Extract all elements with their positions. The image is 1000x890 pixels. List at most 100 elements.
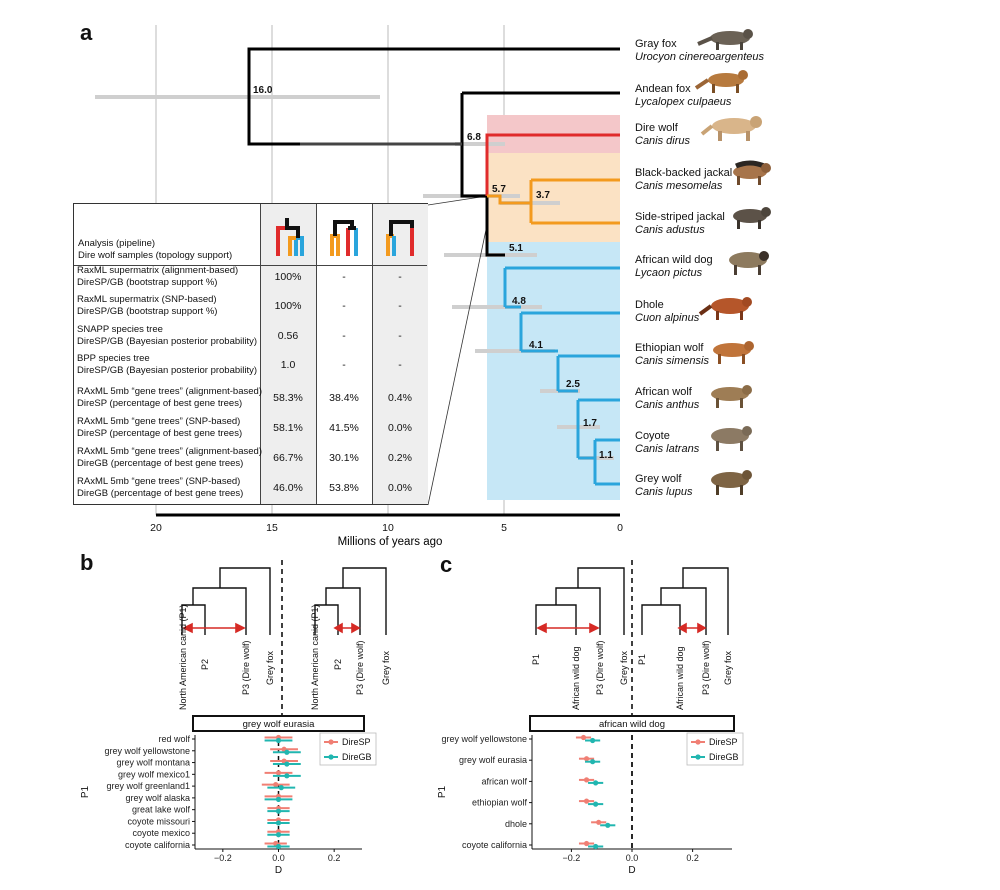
p1-category-label: grey wolf eurasia <box>459 755 527 765</box>
data-point <box>583 840 590 847</box>
table-header-label: Analysis (pipeline)Dire wolf samples (to… <box>78 238 233 261</box>
table-cell-value: 41.5% <box>329 422 359 434</box>
x-tick-label: 0.0 <box>626 853 639 863</box>
topology-support-table: Analysis (pipeline)Dire wolf samples (to… <box>73 203 428 505</box>
data-point <box>275 770 282 776</box>
table-cell-value: - <box>398 271 402 283</box>
node-age-label: 4.8 <box>512 296 526 307</box>
x-tick-label: 0.0 <box>272 853 285 863</box>
tip-label: Grey fox <box>723 650 733 685</box>
data-point <box>275 832 282 838</box>
table-cell-value: 100% <box>274 271 302 283</box>
node-age-label: 16.0 <box>253 85 273 96</box>
x-tick-label: −0.2 <box>563 853 581 863</box>
data-point <box>583 756 590 762</box>
data-point <box>593 843 599 850</box>
p1-category-label: coyote mexico <box>132 828 190 838</box>
legend-label: DireGB <box>709 752 739 762</box>
node-age-label: 3.7 <box>536 190 550 201</box>
data-point <box>275 808 282 814</box>
tip-label: Grey fox <box>265 650 275 685</box>
p1-category-label: red wolf <box>158 734 190 744</box>
data-point <box>275 737 282 744</box>
data-point <box>278 785 284 791</box>
grey-wolf-illustration <box>711 470 752 495</box>
coyote-illustration <box>711 426 752 451</box>
data-point <box>593 780 599 786</box>
table-column-shade <box>372 204 428 504</box>
table-cell-value: 58.3% <box>273 392 303 404</box>
table-cell-value: 46.0% <box>273 482 303 494</box>
tip-label: African wild dog <box>571 646 581 710</box>
topology-icon-3 <box>386 220 414 256</box>
axis-tick-label: 20 <box>150 522 162 534</box>
phylogeny-tree: 16.0 6.8 5.7 3.7 5.1 4.8 4.1 2.5 1.7 1.1… <box>95 25 771 548</box>
axis-tick-label: 5 <box>501 522 507 534</box>
panel-b-trees: North American canid (P1) P2 P3 (Dire wo… <box>178 560 391 720</box>
data-point <box>284 749 290 755</box>
tip-label: P1 <box>637 654 647 665</box>
x-tick-label: 0.2 <box>686 853 699 863</box>
table-cell-value: 0.0% <box>388 482 412 494</box>
p1-category-label: grey wolf alaska <box>125 793 190 803</box>
table-cell-value: 0.0% <box>388 422 412 434</box>
axis-title: Millions of years ago <box>338 536 443 548</box>
legend-label: DireSP <box>342 737 371 747</box>
x-axis-label: D <box>628 865 635 876</box>
ethiopian-wolf-illustration <box>713 341 754 364</box>
african-wild-dog-illustration <box>729 251 769 275</box>
legend-box <box>686 732 744 766</box>
panel-label-a: a <box>80 20 93 45</box>
table-row-label: RaxML supermatrix (SNP-based)DireSP/GB (… <box>77 294 218 317</box>
tip-label: North American canid (P1) <box>178 604 188 710</box>
data-point <box>590 759 596 765</box>
table-cell-value: 0.2% <box>388 452 412 464</box>
tip-label: P3 (Dire wolf) <box>355 640 365 695</box>
p1-category-label: ethiopian wolf <box>472 798 528 808</box>
legend-swatch-point <box>695 754 701 760</box>
node-age-label: 4.1 <box>529 340 543 351</box>
p1-category-label: grey wolf yellowstone <box>441 734 527 744</box>
tip-label: P3 (Dire wolf) <box>241 640 251 695</box>
legend-label: DireSP <box>709 737 738 747</box>
data-point <box>583 777 590 783</box>
animal-illustrations <box>694 29 771 495</box>
table-row-label: RAxML 5mb “gene trees” (alignment-based)… <box>77 386 262 409</box>
topology-icon-2 <box>330 220 358 256</box>
andean-fox-illustration <box>694 70 748 93</box>
x-axis-label: D <box>275 865 282 876</box>
gray-fox-illustration <box>697 29 753 50</box>
facet-strip <box>529 715 735 732</box>
tip-label: African wild dog <box>675 646 685 710</box>
p1-category-label: grey wolf yellowstone <box>104 746 190 756</box>
x-tick-label: −0.2 <box>214 853 232 863</box>
facet-strip <box>192 715 365 732</box>
table-cell-value: 38.4% <box>329 392 359 404</box>
table-cell-value: 58.1% <box>273 422 303 434</box>
side-striped-jackal-illustration <box>733 207 771 229</box>
p1-category-label: grey wolf greenland1 <box>106 781 190 791</box>
table-cell-value: 100% <box>274 300 302 312</box>
node-age-label: 2.5 <box>566 379 580 390</box>
data-point <box>605 822 611 828</box>
y-axis-label: P1 <box>437 785 448 798</box>
table-cell-value: 0.4% <box>388 392 412 404</box>
node-age-label: 1.1 <box>599 450 613 461</box>
tip-label: Grey fox <box>381 650 391 685</box>
legend-label: DireGB <box>342 752 372 762</box>
tip-label: P3 (Dire wolf) <box>701 640 711 695</box>
legend-swatch-point <box>695 739 701 745</box>
table-cell-value: - <box>398 359 402 371</box>
table-cell-value: 1.0 <box>280 359 296 371</box>
tip-label: P2 <box>333 659 343 670</box>
tip-label: P3 (Dire wolf) <box>595 640 605 695</box>
dhole-illustration <box>698 297 752 320</box>
table-row-label: RAxML 5mb “gene trees” (SNP-based)DireGB… <box>77 476 244 499</box>
data-point <box>590 737 596 744</box>
p1-category-label: coyote missouri <box>127 816 190 826</box>
